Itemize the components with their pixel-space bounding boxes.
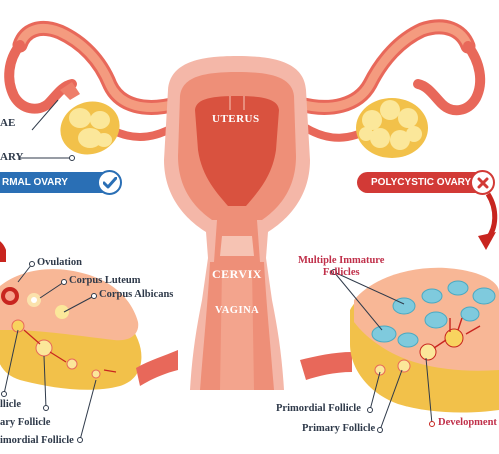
- right-primordial-follicle-label: Primordial Follicle: [276, 403, 361, 414]
- cervix-label: CERVIX: [212, 267, 262, 281]
- ovary-label: ARY: [0, 151, 24, 163]
- left-fallopian-tube: [4, 21, 184, 115]
- ovulation-label: Ovulation: [37, 257, 82, 268]
- polycystic-ovary: [356, 98, 428, 158]
- right-fallopian-tube: [292, 19, 486, 116]
- polycystic-ovary-badge-label: POLYCYSTIC OVARY: [371, 177, 472, 188]
- right-primary-follicle-label: Primary Follicle: [302, 423, 376, 434]
- corpus-luteum-label: Corpus Luteum: [69, 275, 141, 286]
- normal-ovary-badge: RMAL OVARY: [0, 170, 122, 195]
- polycystic-ovary-cross-section: [300, 267, 499, 413]
- primary-follicle-label: ary Follicle: [0, 417, 51, 428]
- development-label: Development: [438, 417, 497, 428]
- normal-ovary-badge-label: RMAL OVARY: [2, 177, 68, 188]
- primordial-follicle-label: imordial Follicle: [0, 435, 74, 446]
- vagina-label: VAGINA: [215, 305, 260, 316]
- uterus-label: UTERUS: [212, 113, 260, 125]
- check-icon: [97, 170, 122, 195]
- fimbriae-leader: [31, 99, 59, 131]
- uterus: [164, 56, 310, 390]
- normal-ovary: [60, 101, 120, 155]
- fimbriae-label: AE: [0, 117, 16, 129]
- polycystic-ovary-badge: POLYCYSTIC OVARY: [357, 170, 495, 195]
- polycystic-arrow: [485, 192, 498, 240]
- multiple-immature-follicles-label: Multiple Immature Follicles: [298, 255, 385, 279]
- corpus-albicans-label: Corpus Albicans: [99, 289, 174, 300]
- normal-ovary-cross-section: [0, 241, 178, 390]
- x-icon: [470, 170, 495, 195]
- follicle-label: llicle: [0, 399, 21, 410]
